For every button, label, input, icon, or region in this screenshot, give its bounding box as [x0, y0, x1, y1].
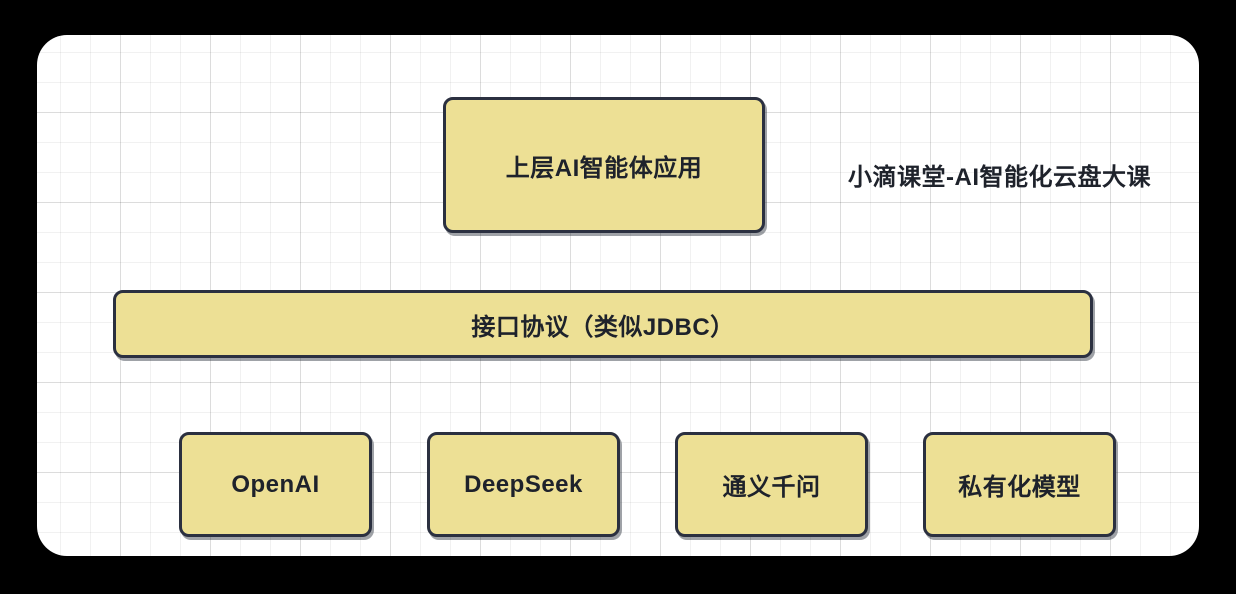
node-label: 通义千问	[722, 474, 821, 501]
node-label: 私有化模型	[958, 474, 1081, 501]
node-label: 上层AI智能体应用	[505, 154, 703, 182]
node-top-ai-agent-app[interactable]: 上层AI智能体应用	[443, 97, 765, 233]
node-interface-protocol[interactable]: 接口协议（类似JDBC）	[113, 290, 1093, 358]
node-label: DeepSeek	[464, 470, 583, 498]
node-label: 接口协议（类似JDBC）	[471, 313, 735, 341]
node-private-model[interactable]: 私有化模型	[923, 432, 1116, 537]
node-openai[interactable]: OpenAI	[179, 432, 372, 537]
node-label: OpenAI	[231, 470, 320, 498]
caption-text: 小滴课堂-AI智能化云盘大课	[848, 164, 1151, 191]
whiteboard-canvas: 上层AI智能体应用 小滴课堂-AI智能化云盘大课 接口协议（类似JDBC） Op…	[37, 35, 1199, 556]
node-deepseek[interactable]: DeepSeek	[427, 432, 620, 537]
node-qwen[interactable]: 通义千问	[675, 432, 868, 537]
